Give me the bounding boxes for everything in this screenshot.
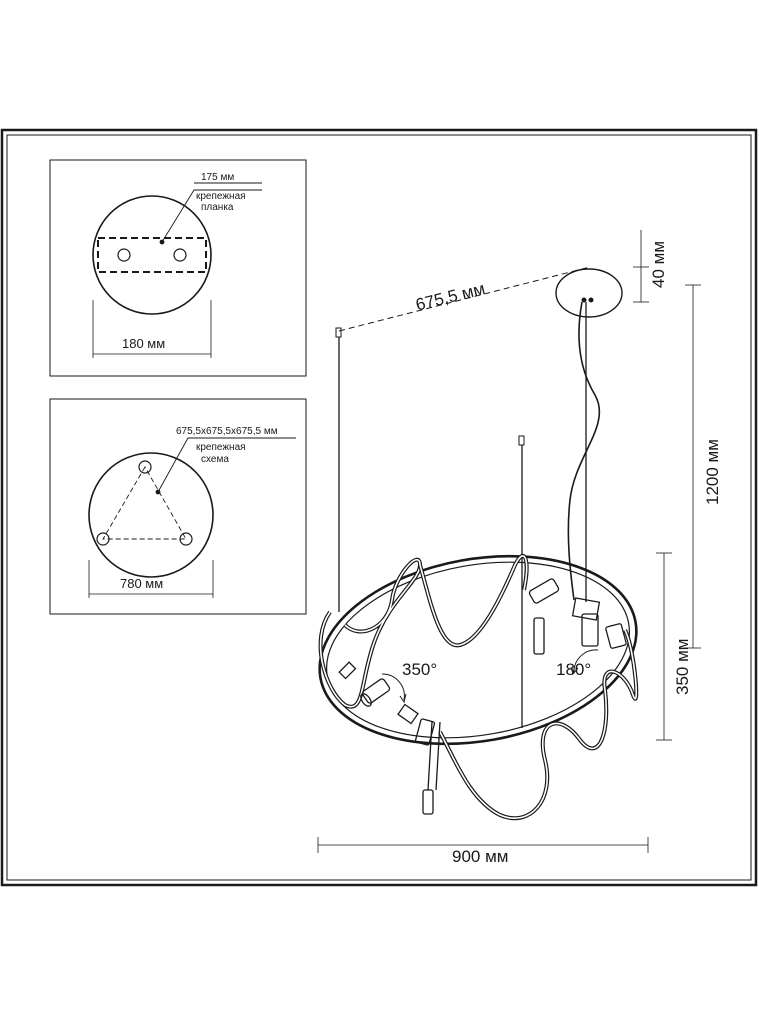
mount-plate-inset: 175 мм крепежная планка 180 мм	[49, 159, 307, 377]
width-label: 900 мм	[452, 847, 508, 866]
scheme-diameter-label: 780 мм	[120, 576, 163, 591]
outer-frame	[0, 128, 758, 887]
led-tube-loop-2	[418, 553, 529, 648]
point-spacing-label: 675,5 мм	[414, 279, 487, 315]
chandelier-drawing: 675,5 мм	[318, 266, 639, 821]
bracket-label-line1: крепежная	[196, 191, 246, 202]
led-tube-loop-3	[438, 629, 639, 821]
rotation-right-label: 180°	[556, 660, 591, 679]
dimension-lines	[317, 230, 701, 853]
spotlight-left-1	[338, 661, 391, 707]
spacing-dashed-line	[338, 266, 591, 332]
scheme-label-line2: схема	[201, 454, 229, 465]
bracket-label-line2: планка	[201, 202, 234, 213]
canopy-circle	[92, 195, 212, 315]
scheme-triangle	[102, 466, 187, 540]
spotlight-right-2	[571, 597, 627, 649]
main-ring-outer	[318, 554, 638, 746]
suspension-point-middle	[518, 435, 525, 446]
scheme-point-top	[138, 460, 152, 474]
mounting-bracket	[97, 237, 207, 273]
scheme-point-right	[179, 532, 193, 546]
max-height-label: 1200 мм	[703, 439, 722, 505]
spotlight-right-1	[528, 578, 560, 655]
rotation-left-label: 350°	[402, 660, 437, 679]
bracket-size-label: 175 мм	[201, 172, 234, 183]
scheme-point-left	[96, 532, 110, 546]
canopy	[555, 268, 623, 318]
ring-height-label: 350 мм	[673, 639, 692, 695]
bracket-screw-left	[117, 248, 131, 262]
scheme-circle	[88, 452, 214, 578]
triangle-size-label: 675,5x675,5x675,5 мм	[176, 426, 278, 437]
spotlight-pendant-long	[422, 721, 441, 815]
mounting-scheme-inset: 675,5x675,5x675,5 мм крепежная схема 780…	[49, 398, 307, 615]
bracket-screw-right	[173, 248, 187, 262]
suspension-point-left	[335, 327, 342, 338]
canopy-height-label: 40 мм	[649, 241, 668, 288]
rotation-arc-right	[573, 649, 599, 673]
scheme-label-line1: крепежная	[196, 442, 246, 453]
led-tube-loop-1	[318, 557, 423, 709]
plate-diameter-label: 180 мм	[122, 336, 165, 351]
rotation-arc-left	[381, 673, 405, 701]
